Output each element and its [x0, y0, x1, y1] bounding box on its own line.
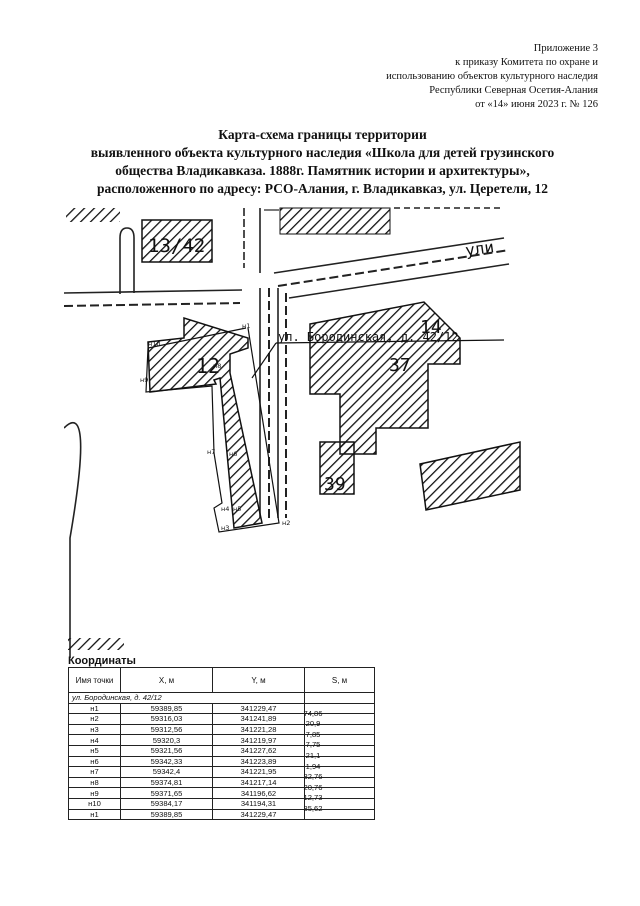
map-block-top-right: [279, 207, 391, 235]
point-name-cell: н1: [68, 702, 121, 715]
table-address-row: ул. Бородинская, д. 42/12: [68, 692, 375, 704]
distance-value: 7,75: [305, 740, 321, 750]
header-x: X, м: [120, 667, 213, 693]
appendix-line: использованию объектов культурного насле…: [386, 71, 598, 82]
distance-value: 1,94: [305, 761, 321, 771]
point-name-cell: н8: [68, 776, 121, 789]
point-label: н8: [213, 362, 221, 370]
x-cell: 59389,85: [120, 702, 213, 715]
point-name-cell: н4: [68, 734, 121, 746]
building-14-37: 14 37: [309, 301, 461, 455]
distance-value: 21,1: [305, 751, 321, 760]
title-line: выявленного объекта культурного наследия…: [90, 145, 555, 160]
title-line: расположенного по адресу: РСО-Алания, г.…: [96, 181, 549, 196]
x-cell: 59320,3: [120, 734, 213, 746]
header-y: Y, м: [212, 667, 305, 693]
road-lines: [64, 207, 510, 658]
point-name-cell: н2: [68, 713, 121, 725]
x-cell: 59316,03: [120, 713, 213, 725]
point-label: н2: [282, 519, 290, 527]
point-name-cell: н1: [68, 808, 121, 821]
point-name-cell: н5: [68, 744, 121, 757]
header-point-name: Имя точки: [68, 667, 121, 693]
x-cell: 59312,56: [120, 723, 213, 736]
building-label: 14: [420, 317, 442, 338]
territory-boundary: [145, 327, 280, 533]
appendix-date-line: от «14» июня 2023 г. № 126: [475, 99, 598, 110]
point-label: н1: [242, 322, 250, 330]
point-name-cell: н10: [68, 797, 121, 810]
map-block-top-left: [66, 208, 120, 222]
street-label: ули: [464, 237, 495, 260]
point-label: н7: [207, 448, 215, 456]
coordinates-heading: Координаты: [68, 655, 136, 667]
x-cell: 59321,56: [120, 744, 213, 757]
table-header-row: Имя точки X, м Y, м S, м: [68, 667, 375, 693]
coordinates-table: Имя точки X, м Y, м S, м ул. Бородинская…: [68, 667, 375, 821]
address-cell: ул. Бородинская, д. 42/12: [68, 692, 305, 704]
point-label: н3: [221, 524, 229, 532]
building-39: 39: [319, 441, 355, 495]
distance-value: 7,85: [305, 729, 321, 739]
point-name-cell: н6: [68, 755, 121, 768]
map-block-bottom-left: [68, 638, 124, 650]
building-12: 12: [147, 316, 263, 529]
distance-value: 12,73: [303, 793, 323, 803]
appendix-line: Республики Северная Осетия-Алания: [429, 85, 598, 96]
distance-value: 35,62: [303, 804, 323, 813]
building-13-42: 13/42: [141, 219, 213, 263]
point-name-cell: н3: [68, 723, 121, 736]
point-label: н5: [233, 505, 241, 513]
distance-value: 32,76: [303, 772, 323, 782]
distance-value: 20,9: [305, 719, 321, 729]
header-s: S, м: [304, 667, 375, 693]
title-line: общества Владикавказа. 1888г. Памятник и…: [115, 163, 530, 178]
empty-cell: [304, 692, 375, 704]
point-label: н10: [148, 340, 161, 348]
point-label: н9: [140, 376, 148, 384]
empty-cell: [304, 808, 375, 821]
building-label: 13/42: [148, 235, 205, 257]
point-label: н6: [229, 450, 237, 458]
appendix-header: Приложение 3 к приказу Комитета по охран…: [268, 42, 598, 112]
point-label: н4: [221, 505, 229, 513]
building-label: 12: [196, 354, 220, 378]
x-cell: 59371,65: [120, 787, 213, 799]
point-name-cell: н7: [68, 766, 121, 778]
x-cell: 59342,4: [120, 766, 213, 778]
appendix-line: к приказу Комитета по охране и: [455, 57, 598, 68]
distance-value: 74,86: [303, 708, 323, 718]
distance-value: 20,76: [303, 782, 323, 792]
building-east: [419, 441, 521, 511]
x-cell: 59384,17: [120, 797, 213, 810]
document-title: Карта-схема границы территории выявленно…: [40, 126, 605, 198]
x-cell: 59374,81: [120, 776, 213, 789]
title-line: Карта-схема границы территории: [218, 127, 427, 142]
building-label: 39: [324, 474, 346, 495]
x-cell: 59389,85: [120, 808, 213, 821]
point-name-cell: н9: [68, 787, 121, 799]
x-cell: 59342,33: [120, 755, 213, 768]
appendix-line: Приложение 3: [533, 43, 598, 54]
boundary-map: 13/42 ули 12 н1 н2 н3 н4 н5: [64, 207, 521, 658]
building-label: 37: [389, 355, 411, 376]
